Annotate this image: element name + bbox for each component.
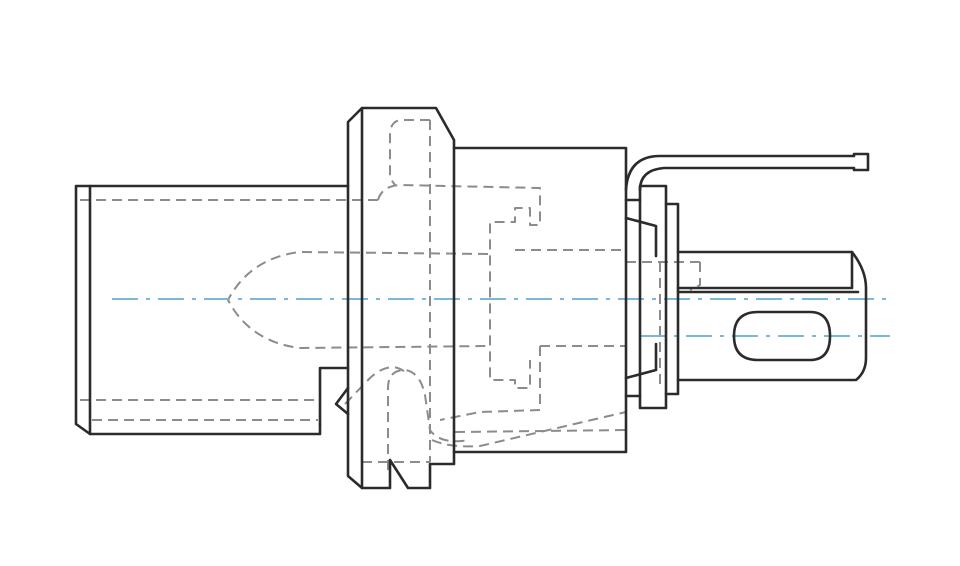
hidden-lower-spring <box>344 366 406 405</box>
washer-inner <box>664 202 680 396</box>
washer-taper-bottom <box>624 342 658 398</box>
shaft-flat <box>676 250 854 290</box>
left-barrel-key <box>318 366 350 426</box>
left-barrel-notch <box>334 386 350 416</box>
flange-outline <box>346 106 456 490</box>
left-barrel-outline <box>74 184 350 436</box>
washer-outer <box>638 184 668 410</box>
hidden-lower-spring-2 <box>431 411 627 448</box>
hidden-lower-ridge <box>439 346 541 421</box>
hidden-upper-step <box>377 184 541 389</box>
visible-outlines <box>74 106 870 490</box>
main-body-outline <box>452 146 628 454</box>
solder-tab <box>624 152 870 192</box>
hidden-flange-slot <box>389 119 430 186</box>
shaft-slot <box>732 310 832 362</box>
washer-taper-top <box>624 198 658 258</box>
hidden-bushing-edge <box>689 262 701 291</box>
hidden-lower-body <box>454 429 627 433</box>
center-lines <box>112 298 890 337</box>
hidden-flange-cavity <box>387 369 471 470</box>
hidden-lines <box>80 119 701 470</box>
shaft-outline <box>676 250 868 382</box>
